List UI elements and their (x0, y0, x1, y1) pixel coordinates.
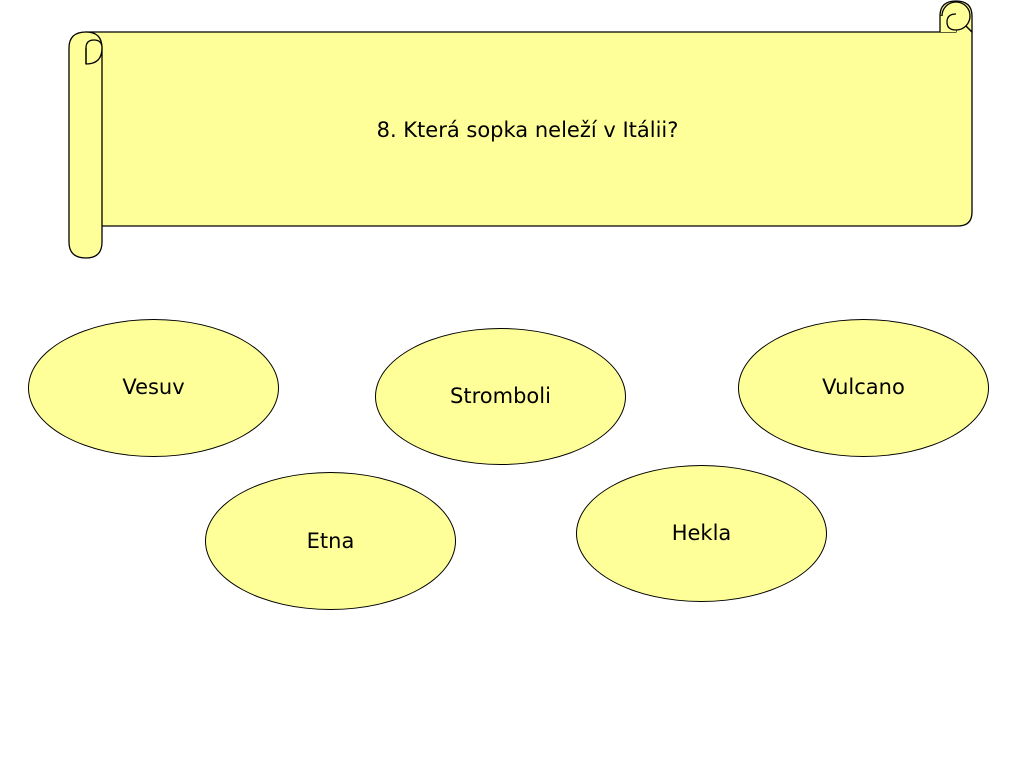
scroll-banner (68, 0, 973, 259)
answer-label: Vesuv (122, 374, 185, 399)
answer-label: Vulcano (822, 374, 905, 399)
answer-option-stromboli[interactable]: Stromboli (375, 328, 626, 465)
answer-option-vulcano[interactable]: Vulcano (738, 319, 989, 457)
answer-label: Hekla (671, 521, 732, 545)
answer-option-hekla[interactable]: Hekla (576, 465, 827, 602)
answer-label: Etna (306, 528, 355, 553)
answer-label: Stromboli (450, 384, 551, 408)
answer-option-vesuv[interactable]: Vesuv (28, 319, 279, 457)
answer-option-etna[interactable]: Etna (205, 472, 456, 610)
question-text: 8. Která sopka neleží v Itálii? (376, 118, 679, 142)
